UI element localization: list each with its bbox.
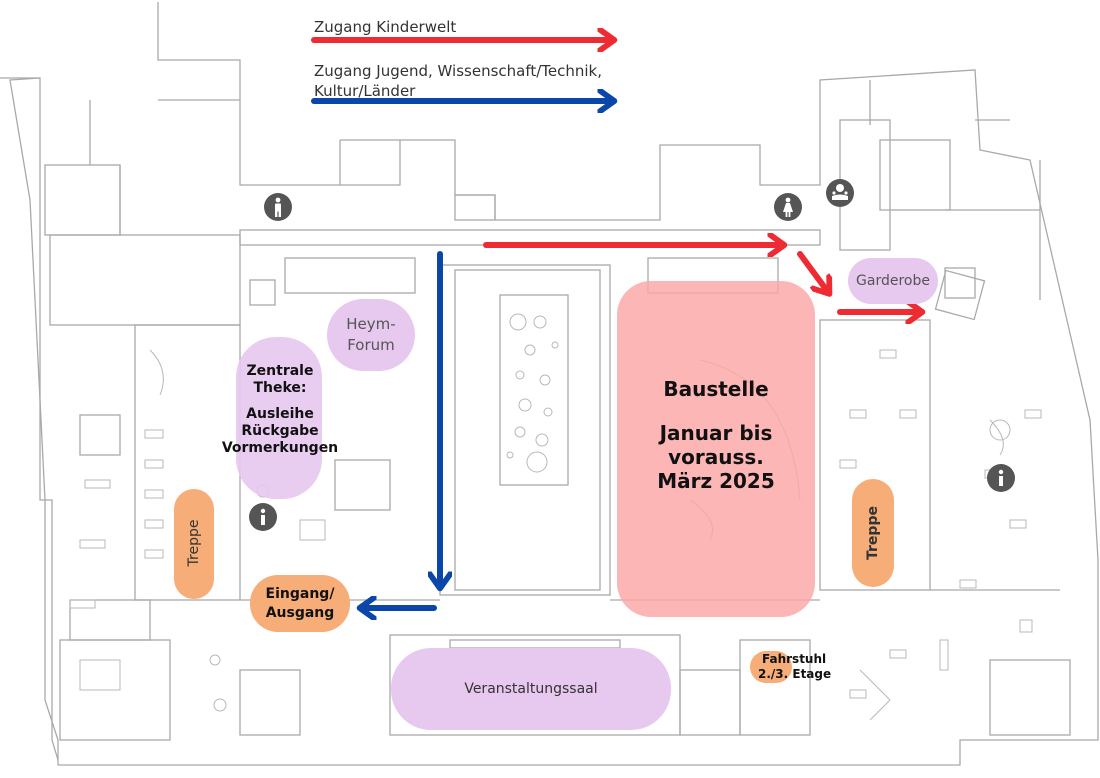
baustelle-line3: vorauss.: [668, 445, 764, 469]
eingang-line2: Ausgang: [265, 604, 335, 621]
baustelle-line2: Januar bis: [659, 421, 773, 445]
info-icon: [987, 464, 1015, 492]
route-red-segment-2: [797, 251, 828, 292]
zentrale-theke-line1: Zentrale: [246, 363, 314, 379]
legend-kinderwelt-label: Zugang Kinderwelt: [314, 18, 457, 36]
baustelle-label: Baustelle Januar bis vorauss. März 2025: [617, 370, 815, 500]
zentrale-theke-line4: Rückgabe: [241, 423, 319, 439]
treppe-left-label: Treppe: [186, 519, 202, 567]
veranstaltungssaal-label: Veranstaltungssaal: [464, 681, 598, 697]
baby-changing-icon: [826, 179, 854, 207]
eingang-line1: Eingang/: [265, 585, 335, 602]
heym-forum-line1: Heym-: [346, 315, 396, 333]
treppe-right-zone: [852, 479, 894, 587]
eingang-zone: [250, 575, 350, 632]
zentrale-theke-line2: Theke:: [253, 380, 307, 396]
legend-jugend-label-line2: Kultur/Länder: [314, 82, 416, 100]
zentrale-theke-line3: Ausleihe: [246, 406, 314, 422]
heym-forum-label: Heym- Forum: [327, 299, 415, 371]
eingang-label: Eingang/ Ausgang: [250, 575, 350, 632]
fahrstuhl-line2: 2./3. Etage: [758, 667, 832, 681]
men-toilet-icon: [264, 193, 292, 221]
zentrale-theke-zone: [236, 337, 322, 499]
women-toilet-icon: [774, 193, 802, 221]
treppe-left-zone: [174, 489, 214, 599]
zentrale-theke-label: Zentrale Theke: Ausleihe Rückgabe Vormer…: [210, 356, 350, 464]
garderobe-zone: [848, 258, 938, 304]
veranstaltungssaal-zone: [391, 648, 671, 730]
treppe-right-label: Treppe: [865, 506, 881, 560]
garderobe-label: Garderobe: [856, 273, 930, 289]
fahrstuhl-line1: Fahrstuhl: [762, 652, 827, 666]
baustelle-line4: März 2025: [657, 469, 775, 493]
heym-forum-zone: [327, 299, 415, 371]
baustelle-line1: Baustelle: [663, 377, 769, 401]
legend-jugend-label-line1: Zugang Jugend, Wissenschaft/Technik,: [314, 62, 603, 80]
zentrale-theke-line5: Vormerkungen: [221, 440, 339, 456]
info-icon: [249, 503, 277, 531]
heym-forum-line2: Forum: [347, 336, 395, 354]
fahrstuhl-label: Fahrstuhl 2./3. Etage: [752, 651, 838, 683]
baustelle-zone: [617, 281, 815, 617]
fahrstuhl-zone: [750, 651, 792, 683]
